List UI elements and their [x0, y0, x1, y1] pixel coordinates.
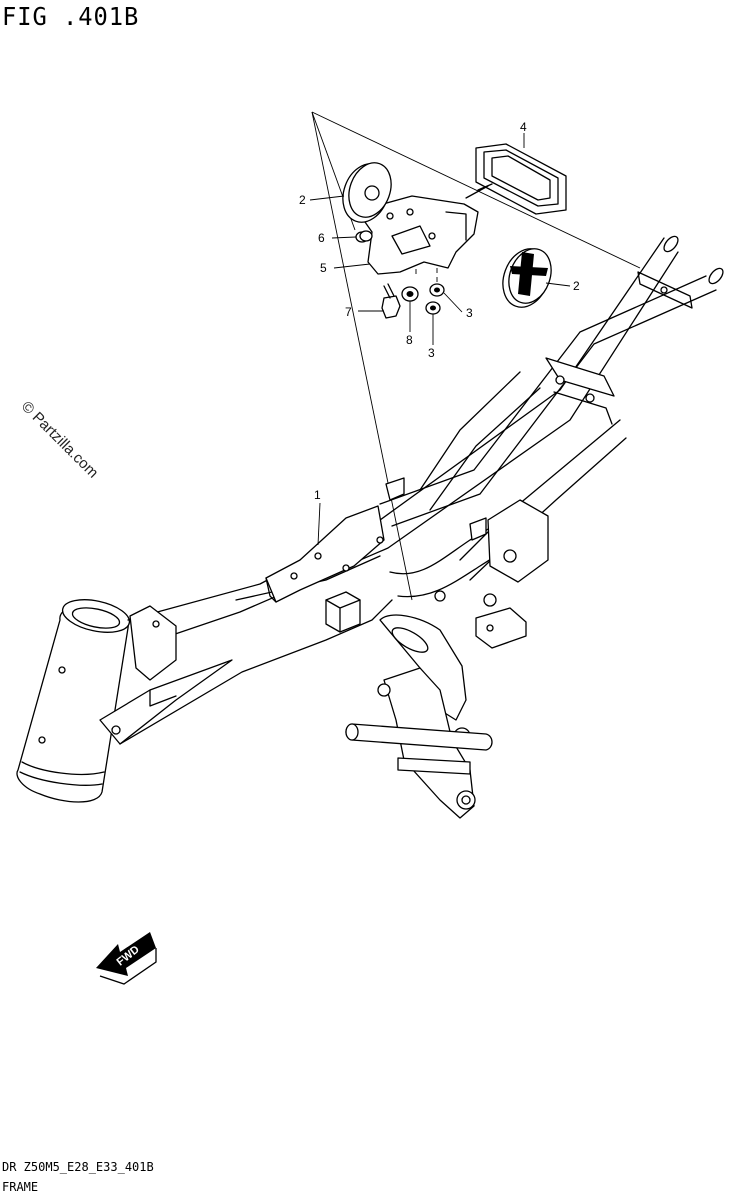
nut-8[interactable] [401, 286, 419, 302]
head-pipe [16, 599, 131, 803]
reflector-bracket[interactable] [357, 195, 479, 275]
rectangular-reflector[interactable] [465, 143, 567, 215]
callout-6: 6 [318, 231, 325, 245]
callout-1: 1 [314, 488, 321, 502]
callout-2-left: 2 [299, 193, 306, 207]
callout-8: 8 [406, 333, 413, 347]
callout-4: 4 [520, 120, 527, 134]
callout-5: 5 [320, 261, 327, 275]
callout-7: 7 [345, 305, 352, 319]
callout-leaders [309, 133, 571, 546]
collar-6[interactable] [355, 230, 373, 243]
callout-2-right: 2 [573, 279, 580, 293]
bolt-7[interactable] [381, 283, 401, 319]
round-reflector-right[interactable] [495, 242, 558, 313]
nut-3-lower[interactable] [425, 301, 441, 315]
callout-3-right: 3 [466, 306, 473, 320]
footer-name: FRAME [2, 1180, 39, 1194]
figure-title: FIG .401B [2, 2, 140, 31]
round-reflector-left[interactable] [335, 157, 398, 229]
nut-3-upper[interactable] [429, 283, 445, 297]
main-frame[interactable] [16, 234, 726, 819]
callout-3-bottom: 3 [428, 346, 435, 360]
fwd-arrow-icon: FWD [96, 932, 157, 985]
footer-code: DR Z50M5_E28_E33_401B [2, 1160, 154, 1174]
